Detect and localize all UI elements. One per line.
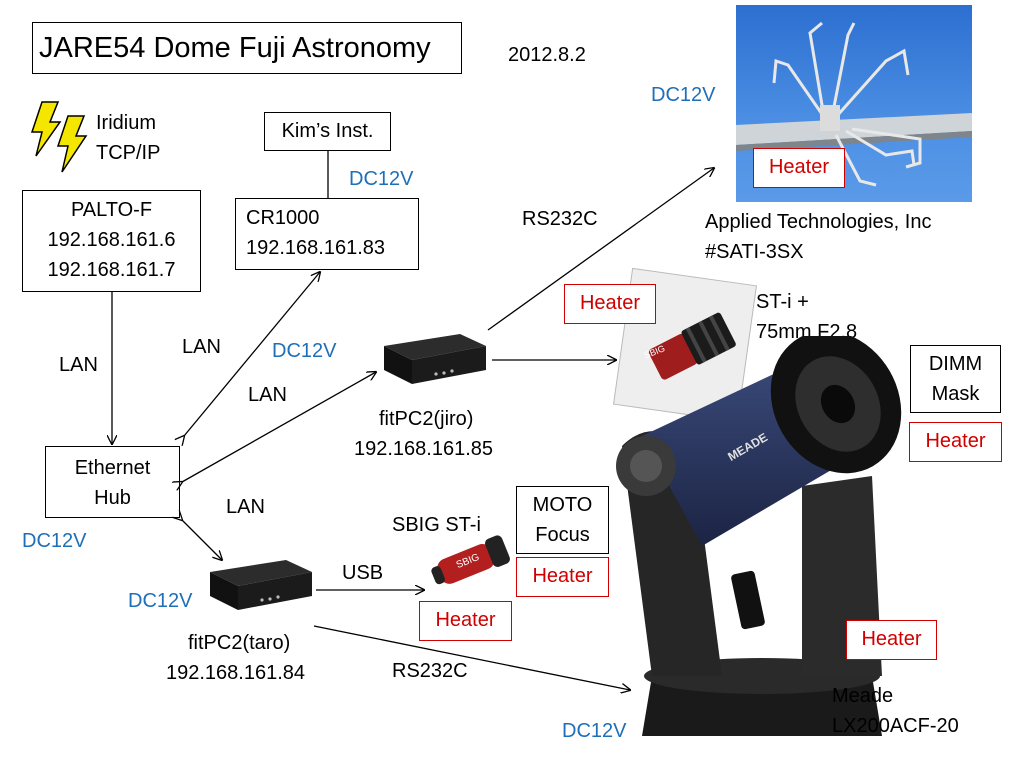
hub-line-2: Hub <box>94 487 131 509</box>
moto-line-2: Focus <box>535 524 590 546</box>
heater-anemometer: Heater <box>753 148 845 188</box>
palto-name: PALTO-F <box>70 199 153 221</box>
lan-label-palto: LAN <box>59 354 98 376</box>
heater-sti-lens: Heater <box>564 284 656 324</box>
ethernet-hub-box: Ethernet Hub <box>45 446 180 518</box>
palto-ip-2: 192.168.161.7 <box>47 259 176 281</box>
fitpc-taro-ip: 192.168.161.84 <box>166 662 306 684</box>
dc12v-meade: DC12V <box>562 720 627 742</box>
hub-taro-line <box>182 520 222 560</box>
lan-label-taro: LAN <box>226 496 265 518</box>
taro-meade-line <box>313 625 630 690</box>
anemometer-maker: Applied Technologies, Inc <box>705 211 932 233</box>
palto-ip-1: 192.168.161.6 <box>47 229 176 251</box>
fitpc-taro-device <box>210 560 312 610</box>
kims-inst-box: Kim’s Inst. <box>264 112 391 151</box>
meade-name: Meade <box>832 685 894 707</box>
fitpc-jiro-device <box>384 334 486 384</box>
moto-line-1: MOTO <box>532 494 593 516</box>
usb-label: USB <box>342 562 384 584</box>
sti-lens-line-1: ST-i + <box>756 291 809 313</box>
date-label: 2012.8.2 <box>508 44 586 66</box>
anemometer-model: #SATI-3SX <box>705 241 804 263</box>
dimm-mask-box: DIMM Mask <box>910 345 1001 413</box>
iridium-label: Iridium <box>96 112 157 134</box>
cr1000-name: CR1000 <box>246 207 320 229</box>
dimm-line-1: DIMM <box>928 353 983 375</box>
cr1000-ip: 192.168.161.83 <box>246 237 386 259</box>
sti-lens-drawing <box>648 312 736 380</box>
heater-meade: Heater <box>846 620 937 660</box>
dc12v-hub: DC12V <box>22 530 87 552</box>
palto-box: PALTO-F 192.168.161.6 192.168.161.7 <box>22 190 201 292</box>
hub-jiro-line <box>182 372 376 482</box>
hub-line-1: Ethernet <box>74 457 151 479</box>
fitpc-jiro-name: fitPC2(jiro) <box>379 408 474 430</box>
dc12v-cr1000: DC12V <box>349 168 414 190</box>
tcpip-label: TCP/IP <box>96 142 161 164</box>
title-box: JARE54 Dome Fuji Astronomy <box>32 22 462 74</box>
rs232c-label-jiro: RS232C <box>522 208 598 230</box>
heater-sbig-sti: Heater <box>419 601 512 641</box>
dc12v-taro: DC12V <box>128 590 193 612</box>
fitpc-taro-name: fitPC2(taro) <box>188 632 291 654</box>
lightning-icon <box>30 101 88 173</box>
dimm-line-2: Mask <box>931 383 980 405</box>
sbig-sti-label: SBIG ST-i <box>392 514 481 536</box>
anemometer-drawing <box>736 21 972 187</box>
kims-inst-label: Kim’s Inst. <box>281 120 374 142</box>
cr1000-box: CR1000 192.168.161.83 <box>235 198 419 270</box>
fitpc-jiro-ip: 192.168.161.85 <box>354 438 494 460</box>
meade-model: LX200ACF-20 <box>832 715 959 737</box>
page-title: JARE54 Dome Fuji Astronomy <box>39 32 431 64</box>
sti-lens-photo: SBIG <box>613 267 757 423</box>
moto-focus-box: MOTO Focus <box>516 486 609 554</box>
sbig-sti-camera <box>431 535 510 585</box>
heater-moto-focus: Heater <box>516 557 609 597</box>
hub-cr1000-line <box>184 272 320 436</box>
dc12v-anemometer: DC12V <box>651 84 716 106</box>
rs232c-label-taro: RS232C <box>392 660 468 682</box>
jiro-anemometer-line <box>487 168 714 331</box>
heater-dimm: Heater <box>909 422 1002 462</box>
